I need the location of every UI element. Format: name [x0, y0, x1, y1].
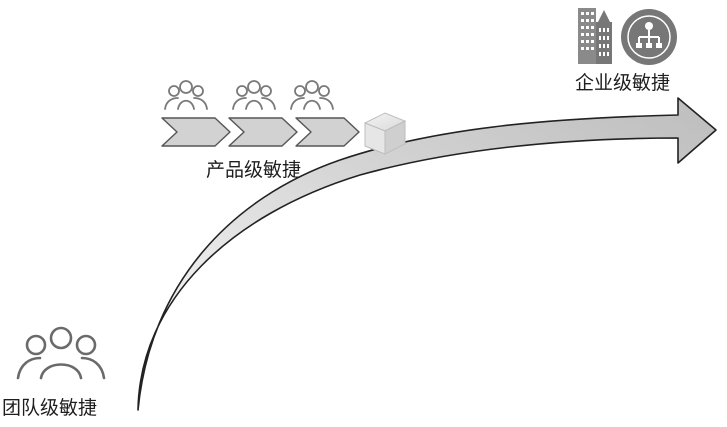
enterprise-level-label: 企业级敏捷 — [575, 72, 671, 94]
growth-arrow — [137, 97, 717, 411]
team-people-icon — [290, 80, 334, 110]
team-people-icon — [16, 326, 106, 380]
team-people-icon — [164, 80, 208, 110]
team-level-label: 团队级敏捷 — [2, 397, 98, 419]
product-level-label: 产品级敏捷 — [206, 159, 302, 181]
team-people-icon — [232, 80, 276, 110]
org-chart-icon — [621, 9, 677, 65]
value-stream-chevrons — [161, 117, 360, 147]
city-buildings-icon — [578, 8, 612, 64]
chevron-arrow-icon — [228, 117, 298, 147]
chevron-arrow-icon — [161, 117, 231, 147]
product-box-icon — [363, 112, 407, 155]
chevron-arrow-icon — [295, 117, 360, 147]
